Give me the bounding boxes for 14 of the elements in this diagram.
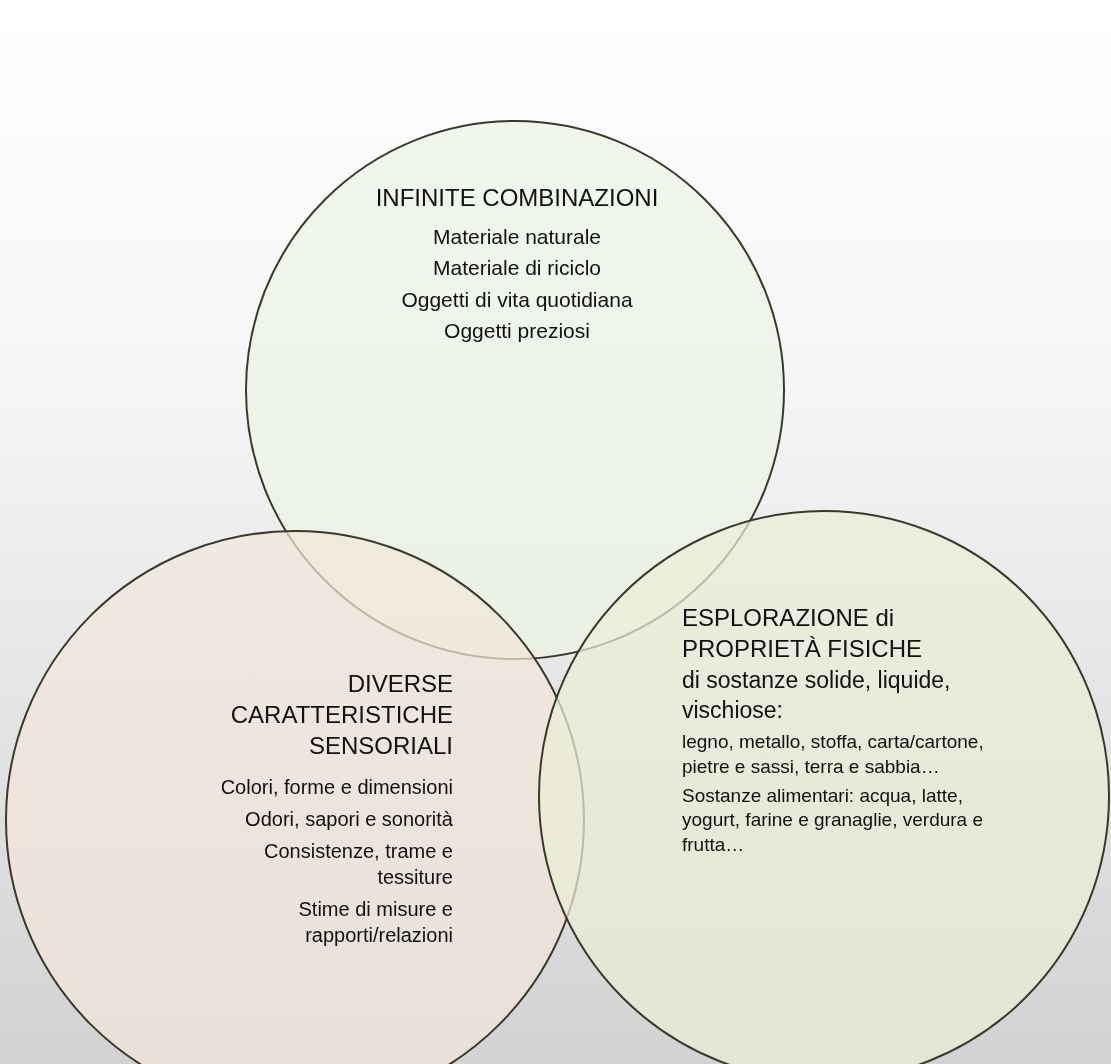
circle-text: di sostanze solide, liquide, vischiose: bbox=[682, 666, 952, 726]
circle-text: legno, metallo, stoffa, carta/cartone, pietre e sassi, terra e sabbia… bbox=[682, 730, 985, 779]
circle-text: Odori, sapori e sonorità bbox=[244, 806, 453, 832]
circle-text: Oggetti preziosi bbox=[443, 318, 591, 345]
circle-heading: ESPLORAZIONE di PROPRIETÀ FISICHE bbox=[682, 603, 924, 665]
circle-heading: DIVERSE CARATTERISTICHE SENSORIALI bbox=[229, 669, 453, 762]
circle-text: Sostanze alimentari: acqua, latte, yogurt, farine e granaglie, verdura e frutta… bbox=[682, 783, 984, 857]
circle-text: Consistenze, trame e tessiture bbox=[263, 838, 453, 890]
circle-text: Oggetti di vita quotidiana bbox=[400, 286, 634, 313]
circle-heading: INFINITE COMBINAZIONI bbox=[374, 183, 660, 213]
circle-text: Materiale naturale bbox=[431, 224, 603, 251]
circle-text: Materiale di riciclo bbox=[431, 255, 603, 282]
circle-text: Stime di misure e rapporti/relazioni bbox=[297, 896, 453, 948]
circle-text: Colori, forme e dimensioni bbox=[219, 774, 453, 800]
